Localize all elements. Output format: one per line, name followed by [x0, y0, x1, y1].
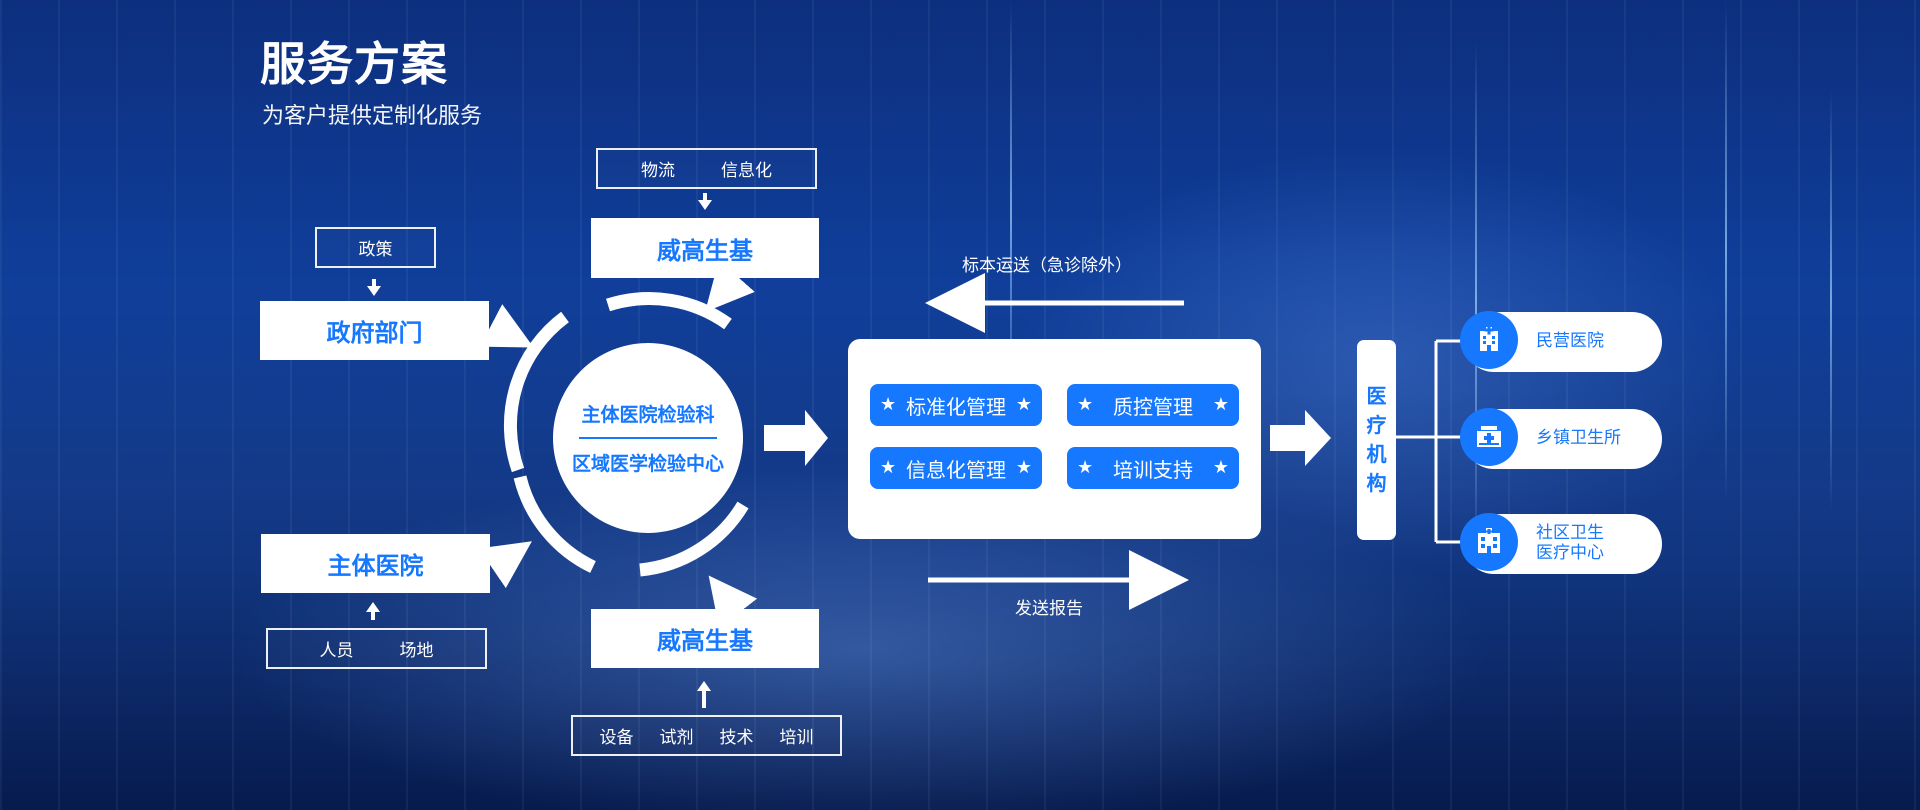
medical-institutions-char: 疗 — [1366, 413, 1387, 437]
central-lab-line1: 主体医院检验科 — [581, 404, 715, 426]
host-hospital-box: 主体医院 — [261, 534, 490, 593]
star-icon: ★ — [1077, 457, 1094, 478]
bottom-input-item: 设备 — [599, 728, 634, 748]
facility-community-health-center: 社区卫生 医疗中心 — [1460, 513, 1662, 574]
facility-township-clinic: 乡镇卫生所 — [1460, 408, 1662, 469]
service-item-training-support: ★ 培训支持 ★ — [1067, 447, 1239, 489]
central-lab-hub: 主体医院检验科 区域医学检验中心 — [553, 343, 743, 533]
hub-to-services-arrow-icon — [764, 410, 828, 466]
bottom-input-arrow-icon — [697, 681, 711, 691]
bottom-provider-to-hub-arrow — [708, 575, 758, 629]
background-light-beam — [1010, 0, 1012, 430]
bottom-input-item: 技术 — [719, 728, 754, 748]
left-top-input-box: 政策 — [315, 227, 436, 268]
bottom-input-box: 设备 试剂 技术 培训 — [571, 715, 842, 756]
medical-institutions-label: 医 疗 机 构 — [1357, 340, 1396, 540]
medical-institutions-char: 机 — [1366, 442, 1387, 466]
medical-institutions-char: 构 — [1366, 471, 1387, 495]
services-to-institutions-arrow-icon — [1270, 410, 1331, 466]
star-icon: ★ — [1077, 394, 1094, 415]
host-hospital-to-hub-arrow — [478, 541, 532, 589]
hub-ring-bottom-left-segment — [513, 475, 596, 573]
send-report-label: 发送报告 — [1015, 599, 1083, 619]
left-top-input-arrow-stem — [372, 279, 376, 287]
star-icon: ★ — [1212, 457, 1229, 478]
facility-label: 民营医院 — [1536, 331, 1604, 352]
top-input-box: 物流 信息化 — [596, 148, 817, 189]
left-bottom-input-arrow-stem — [371, 611, 375, 620]
services-panel: ★ 标准化管理 ★ ★ 质控管理 ★ ★ 信息化管理 ★ ★ 培训支持 ★ — [848, 339, 1261, 539]
government-to-hub-arrow — [479, 304, 534, 348]
top-input-item: 物流 — [641, 161, 675, 181]
specimen-transport-label: 标本运送（急诊除外） — [962, 256, 1132, 276]
left-bottom-input-item: 场地 — [399, 641, 434, 661]
service-label: 质控管理 — [1113, 394, 1193, 419]
medical-institutions-char: 医 — [1366, 384, 1387, 408]
facility-label: 社区卫生 医疗中心 — [1536, 514, 1604, 574]
top-input-arrow-icon — [698, 200, 712, 210]
service-label: 标准化管理 — [906, 394, 1006, 419]
top-provider-to-hub-arrow — [705, 260, 755, 312]
left-bottom-input-item: 人员 — [319, 641, 354, 661]
facility-label: 乡镇卫生所 — [1536, 428, 1621, 449]
left-bottom-input-box: 人员 场地 — [266, 628, 487, 669]
background-light-beam — [1475, 40, 1477, 560]
hub-ring-left-segment — [503, 311, 569, 473]
bottom-input-item: 培训 — [779, 728, 814, 748]
star-icon: ★ — [880, 394, 897, 415]
star-icon: ★ — [1212, 394, 1229, 415]
central-lab-divider — [579, 437, 717, 439]
top-input-item: 信息化 — [721, 161, 772, 181]
service-label: 信息化管理 — [906, 457, 1006, 482]
government-box: 政府部门 — [260, 301, 489, 360]
hub-ring-top-segment — [606, 292, 732, 330]
community-health-center-icon — [1460, 513, 1518, 571]
top-input-arrow-stem — [703, 193, 707, 201]
star-icon: ★ — [1015, 394, 1032, 415]
star-icon: ★ — [1015, 457, 1032, 478]
page-title: 服务方案 — [260, 37, 448, 91]
left-top-input-arrow-icon — [367, 286, 381, 296]
facility-private-hospital: 民营医院 — [1460, 311, 1662, 372]
left-top-input-item: 政策 — [358, 240, 393, 260]
background-light-beam — [1725, 0, 1727, 500]
service-item-informatization: ★ 信息化管理 ★ — [870, 447, 1042, 489]
background-light-beam — [1830, 90, 1832, 510]
bottom-input-item: 试剂 — [659, 728, 694, 748]
service-item-quality-control: ★ 质控管理 ★ — [1067, 384, 1239, 426]
hospital-building-icon — [1460, 311, 1518, 369]
facility-label-line: 社区卫生 — [1536, 523, 1604, 544]
bottom-provider-box: 威高生基 — [591, 609, 819, 668]
left-bottom-input-arrow-icon — [366, 602, 380, 612]
bottom-input-arrow-stem — [702, 690, 706, 708]
facility-label-line: 医疗中心 — [1536, 543, 1604, 563]
top-provider-box: 威高生基 — [591, 218, 819, 278]
central-lab-line2: 区域医学检验中心 — [571, 453, 724, 475]
hub-ring-bottom-right-segment — [639, 501, 749, 577]
star-icon: ★ — [880, 457, 897, 478]
page-subtitle: 为客户提供定制化服务 — [262, 104, 483, 129]
service-label: 培训支持 — [1113, 457, 1193, 482]
service-item-standardization: ★ 标准化管理 ★ — [870, 384, 1042, 426]
clinic-icon — [1460, 408, 1518, 466]
